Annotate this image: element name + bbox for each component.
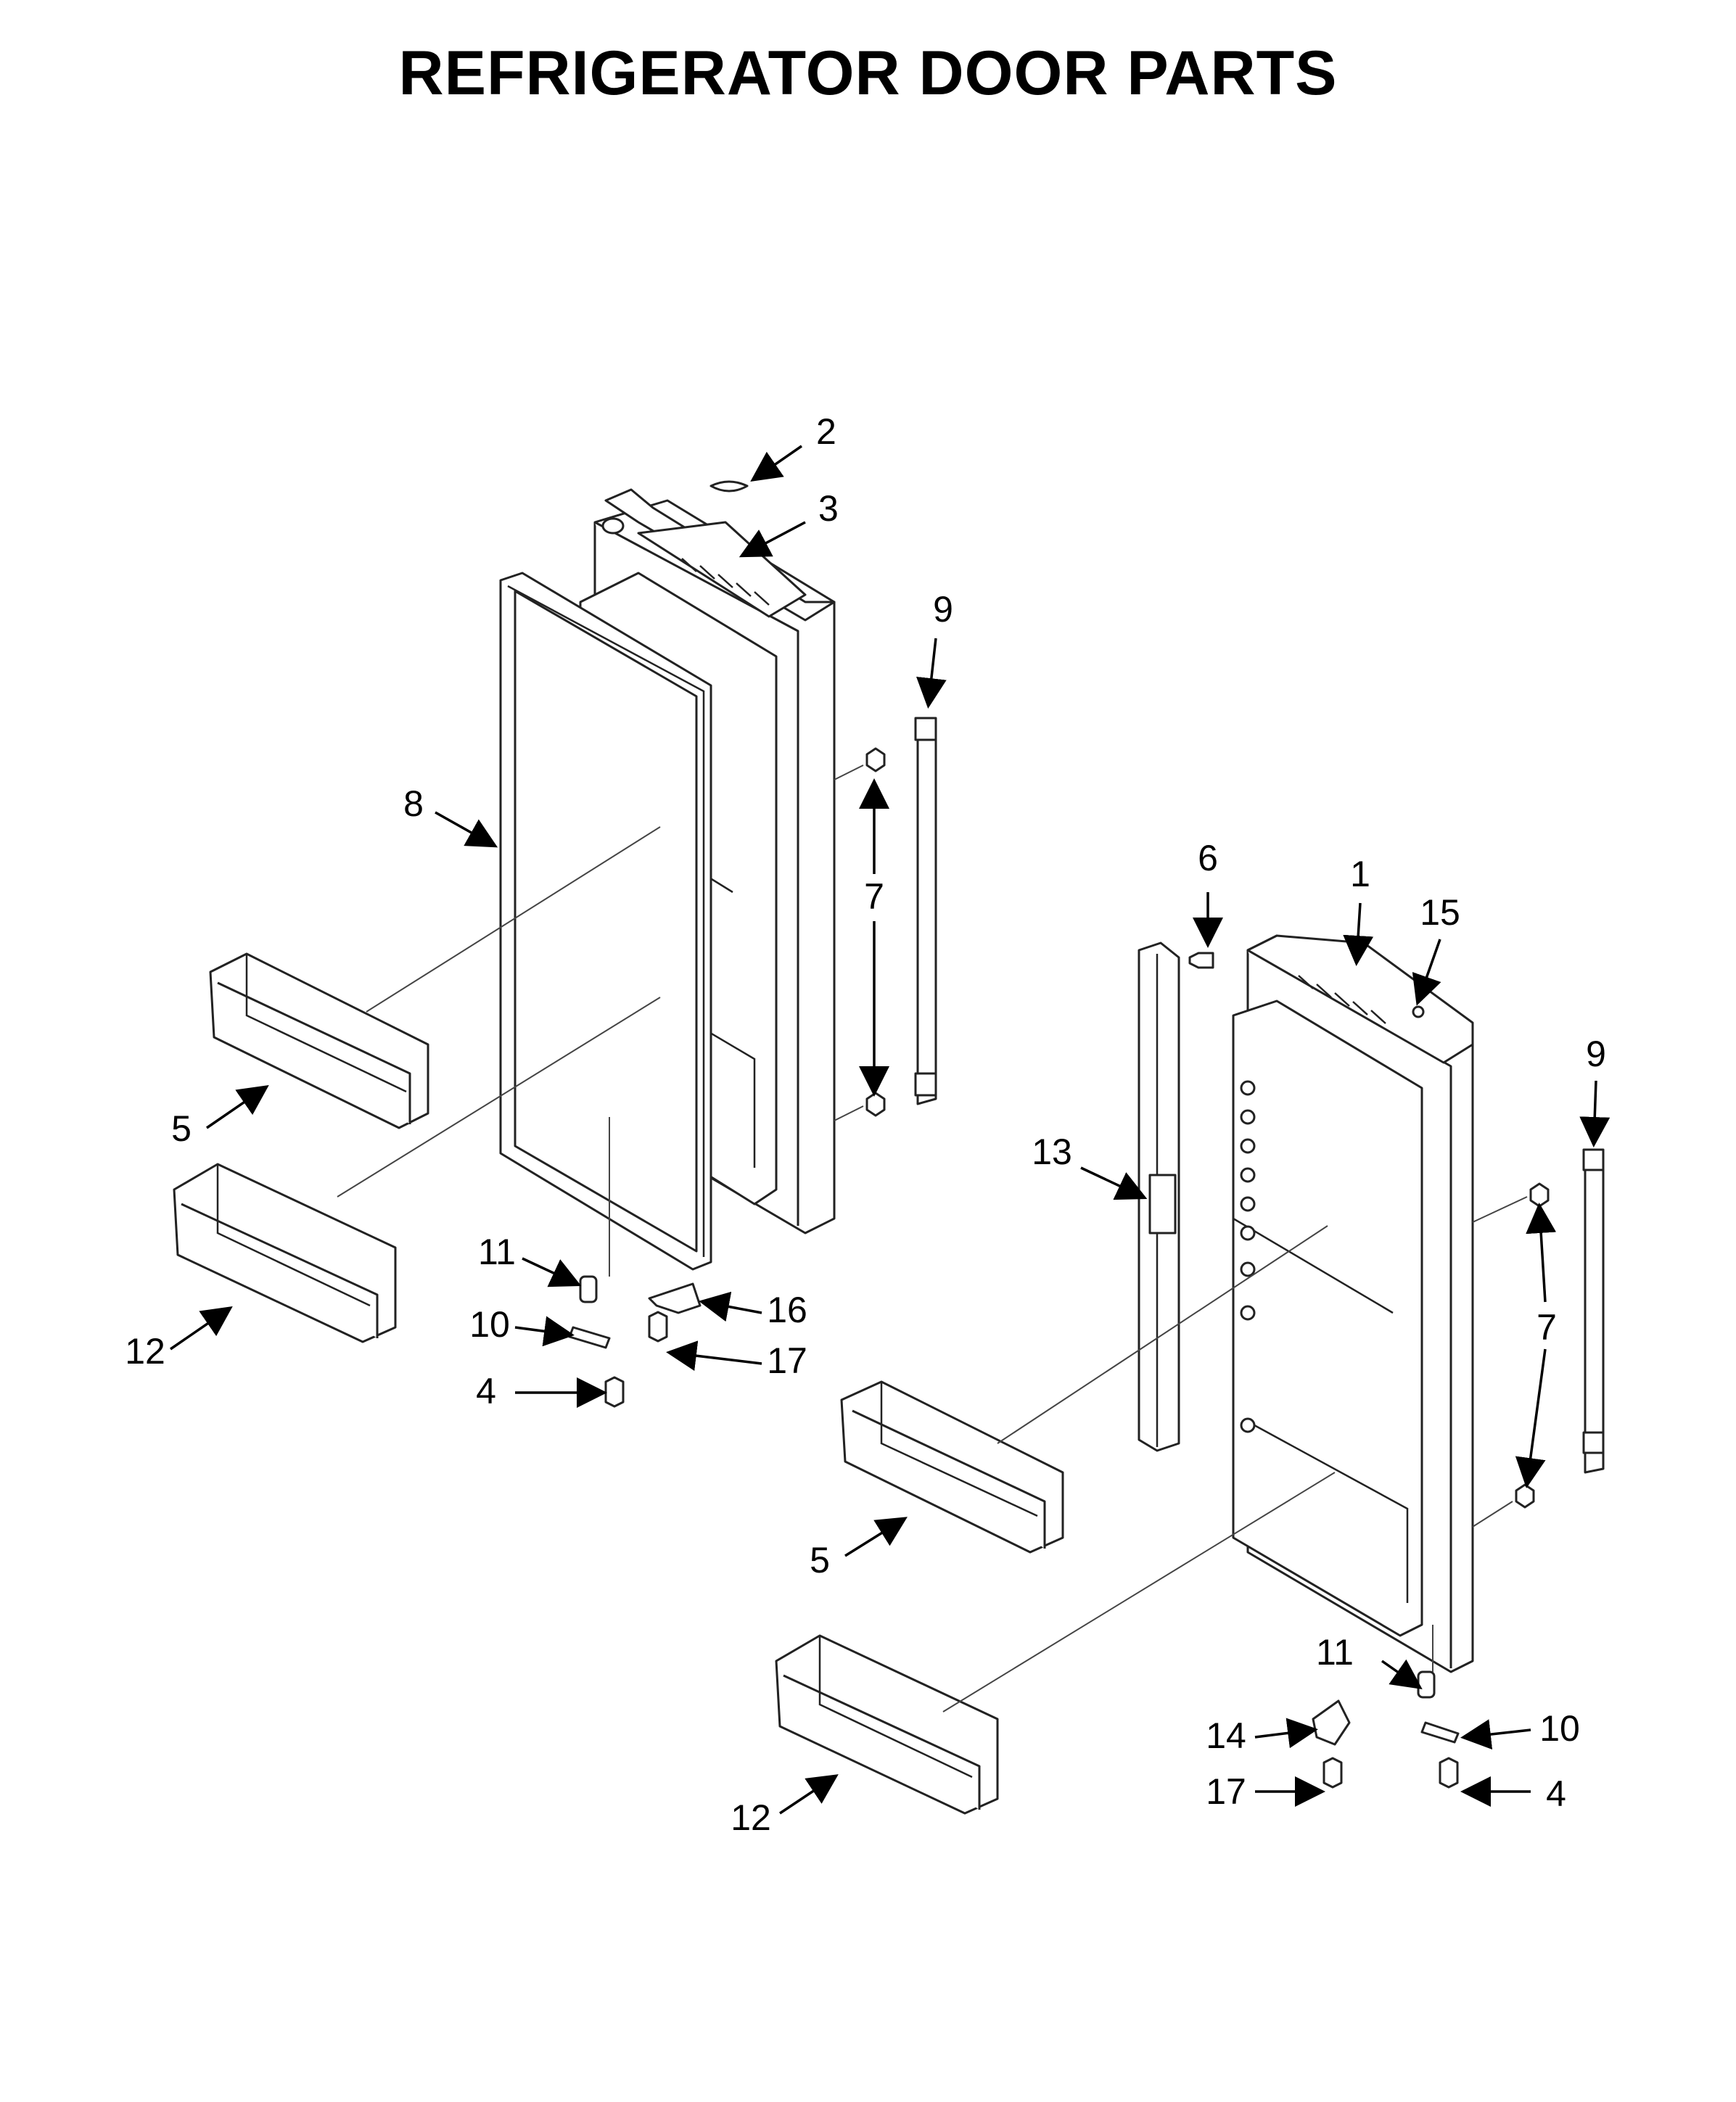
screw-17b: [1322, 1757, 1343, 1789]
hinge-plate-10b: [1420, 1721, 1460, 1744]
left-door-gasket: [499, 572, 712, 1271]
right-door-assembly: [775, 934, 1605, 1815]
left-handle-trim: [914, 717, 937, 1105]
callout-2: 2: [816, 411, 836, 452]
callout-16: 16: [767, 1290, 807, 1330]
callout-labels: 2 3 9 8 7 5 12 11 10 16 17 4 6 1 15 9 13…: [125, 411, 1606, 1838]
screw-4b: [1439, 1757, 1459, 1789]
screw-17: [648, 1311, 668, 1343]
right-hinge-hardware: [1312, 1670, 1460, 1789]
callout-1: 1: [1350, 854, 1370, 894]
callout-17: 17: [767, 1340, 807, 1381]
callout-5: 5: [171, 1108, 192, 1149]
left-door-assembly: [173, 480, 937, 1408]
right-door-shell: [1232, 934, 1474, 1673]
left-hinge-hardware: [568, 1275, 702, 1408]
right-handle-trim: [1582, 1148, 1605, 1474]
callout-14: 14: [1206, 1715, 1246, 1756]
callout-7: 7: [864, 876, 884, 917]
screw-4: [604, 1376, 625, 1408]
hinge-16: [648, 1282, 702, 1314]
callout-10: 10: [469, 1304, 510, 1345]
hinge-bushing-11b: [1417, 1670, 1436, 1699]
callout-3: 3: [818, 488, 839, 529]
callout-9: 9: [933, 589, 953, 630]
top-trim-slots: [681, 558, 770, 606]
callout-15: 15: [1420, 892, 1460, 933]
right-door-bin-5: [840, 1380, 1064, 1554]
right-door-bin-12: [775, 1634, 999, 1815]
hinge-bushing-11: [579, 1275, 598, 1303]
callout-8: 8: [403, 783, 424, 824]
callout-5b: 5: [810, 1540, 830, 1580]
callout-12b: 12: [731, 1797, 771, 1838]
callout-10b: 10: [1539, 1708, 1580, 1749]
assembly-guides: [337, 764, 1528, 1712]
part-6-screw: [1188, 952, 1214, 969]
callout-11b: 11: [1316, 1632, 1354, 1673]
page-title: REFRIGERATOR DOOR PARTS: [398, 38, 1338, 108]
leader-lines: [170, 445, 1610, 1815]
callout-7b: 7: [1537, 1307, 1557, 1348]
left-door-bin-5: [209, 952, 429, 1129]
callout-9b: 9: [1586, 1034, 1606, 1074]
flipper-mullion-13: [1138, 941, 1180, 1452]
callout-6: 6: [1198, 838, 1218, 878]
callout-12: 12: [125, 1331, 165, 1372]
left-door-bin-12: [173, 1163, 397, 1343]
callout-4b: 4: [1546, 1773, 1566, 1814]
mullion-bracket: [1148, 1174, 1177, 1235]
callout-13: 13: [1032, 1132, 1072, 1172]
callout-17b: 17: [1206, 1771, 1246, 1812]
left-handle-screws: [865, 747, 886, 1117]
shelf-stud-row-right: [1240, 1080, 1256, 1433]
callout-4: 4: [476, 1371, 496, 1411]
hinge-plate-10: [568, 1326, 611, 1349]
callout-11: 11: [478, 1232, 516, 1272]
part-2-gasket-piece: [709, 480, 749, 492]
right-top-trim-slots: [1298, 975, 1386, 1024]
hinge-14: [1312, 1699, 1351, 1746]
part-15-plug: [1412, 1005, 1425, 1018]
